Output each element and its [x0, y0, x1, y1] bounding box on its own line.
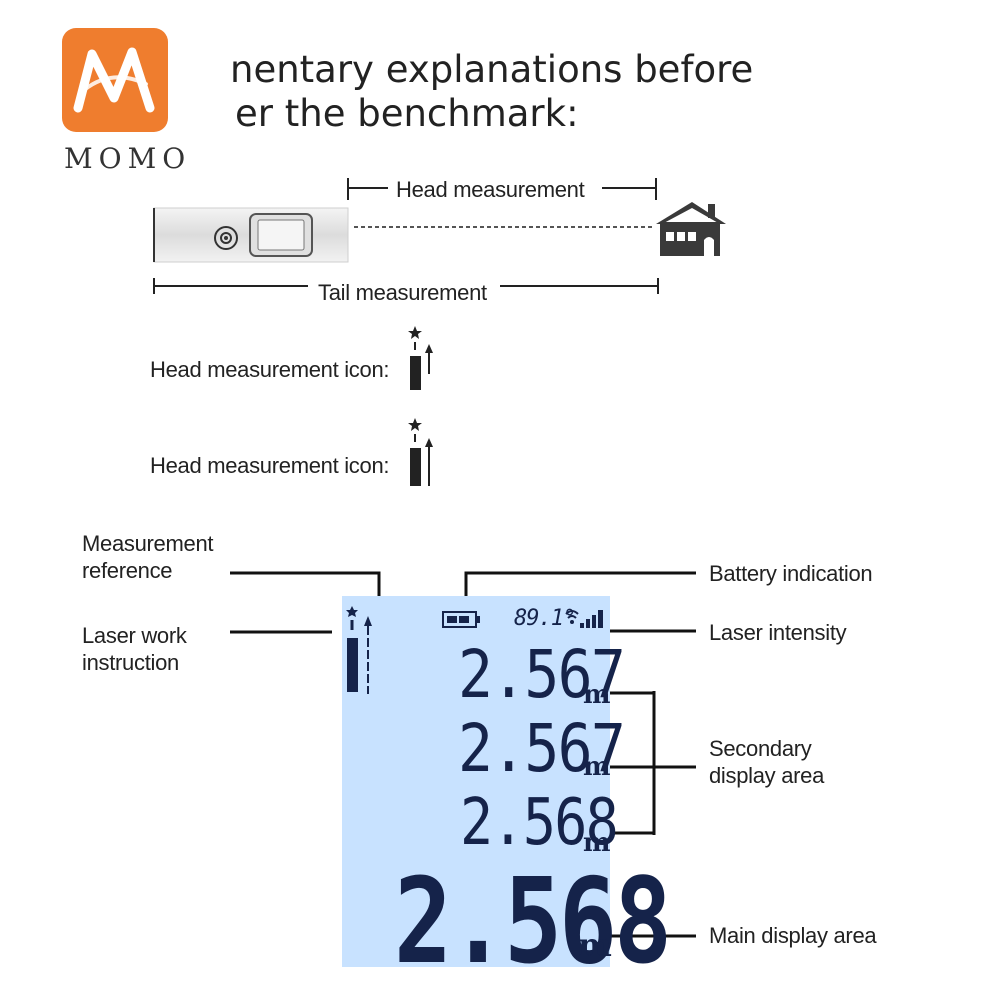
brand-logo	[62, 28, 168, 132]
logo-text: MOMO	[64, 142, 192, 175]
secondary-unit-3: m	[583, 828, 611, 858]
lcd-reference-icon	[346, 606, 372, 694]
rangefinder-device	[153, 207, 349, 263]
head-icon-label-1: Head measurement icon:	[150, 357, 390, 382]
secondary-reading-3: 2.568	[460, 786, 619, 860]
laser-work-note: Laser work instruction	[82, 623, 187, 675]
secondary-area-note: Secondary display area	[709, 736, 825, 788]
heading-line-1: nentary explanations before	[230, 48, 754, 91]
main-reading: 2.568	[394, 852, 672, 990]
head-measurement-bracket	[347, 178, 657, 200]
battery-icon	[442, 611, 480, 628]
logo-mark-icon	[73, 47, 155, 113]
head-measurement-icon	[408, 326, 433, 390]
secondary-unit-2: m	[583, 752, 611, 782]
battery-note: Battery indication	[709, 561, 873, 586]
secondary-reading-2: 2.567	[458, 710, 626, 787]
secondary-unit-1: m	[583, 680, 611, 710]
tail-measurement-bracket	[153, 278, 659, 294]
laser-intensity-note: Laser intensity	[709, 620, 847, 645]
laser-intensity-icon	[565, 610, 603, 628]
house-icon	[656, 202, 726, 256]
heading-line-2: er the benchmark:	[235, 92, 579, 135]
target-button-icon	[214, 226, 238, 250]
tail-measurement-icon	[408, 418, 433, 486]
tail-measurement-label: Tail measurement	[318, 280, 487, 305]
measurement-reference-note: Measurement reference	[82, 531, 214, 583]
main-unit: m	[578, 926, 612, 964]
main-area-note: Main display area	[709, 923, 877, 948]
laser-line	[354, 226, 655, 228]
secondary-reading-1: 2.567	[458, 636, 626, 713]
temperature-readout: 89.1°	[514, 606, 576, 631]
head-icon-label-2: Head measurement icon:	[150, 453, 390, 478]
lcd-display: 89.1° 2.567 m 2.567 m 2.568 m 2.568 m	[342, 596, 672, 990]
head-measurement-label: Head measurement	[396, 177, 585, 202]
